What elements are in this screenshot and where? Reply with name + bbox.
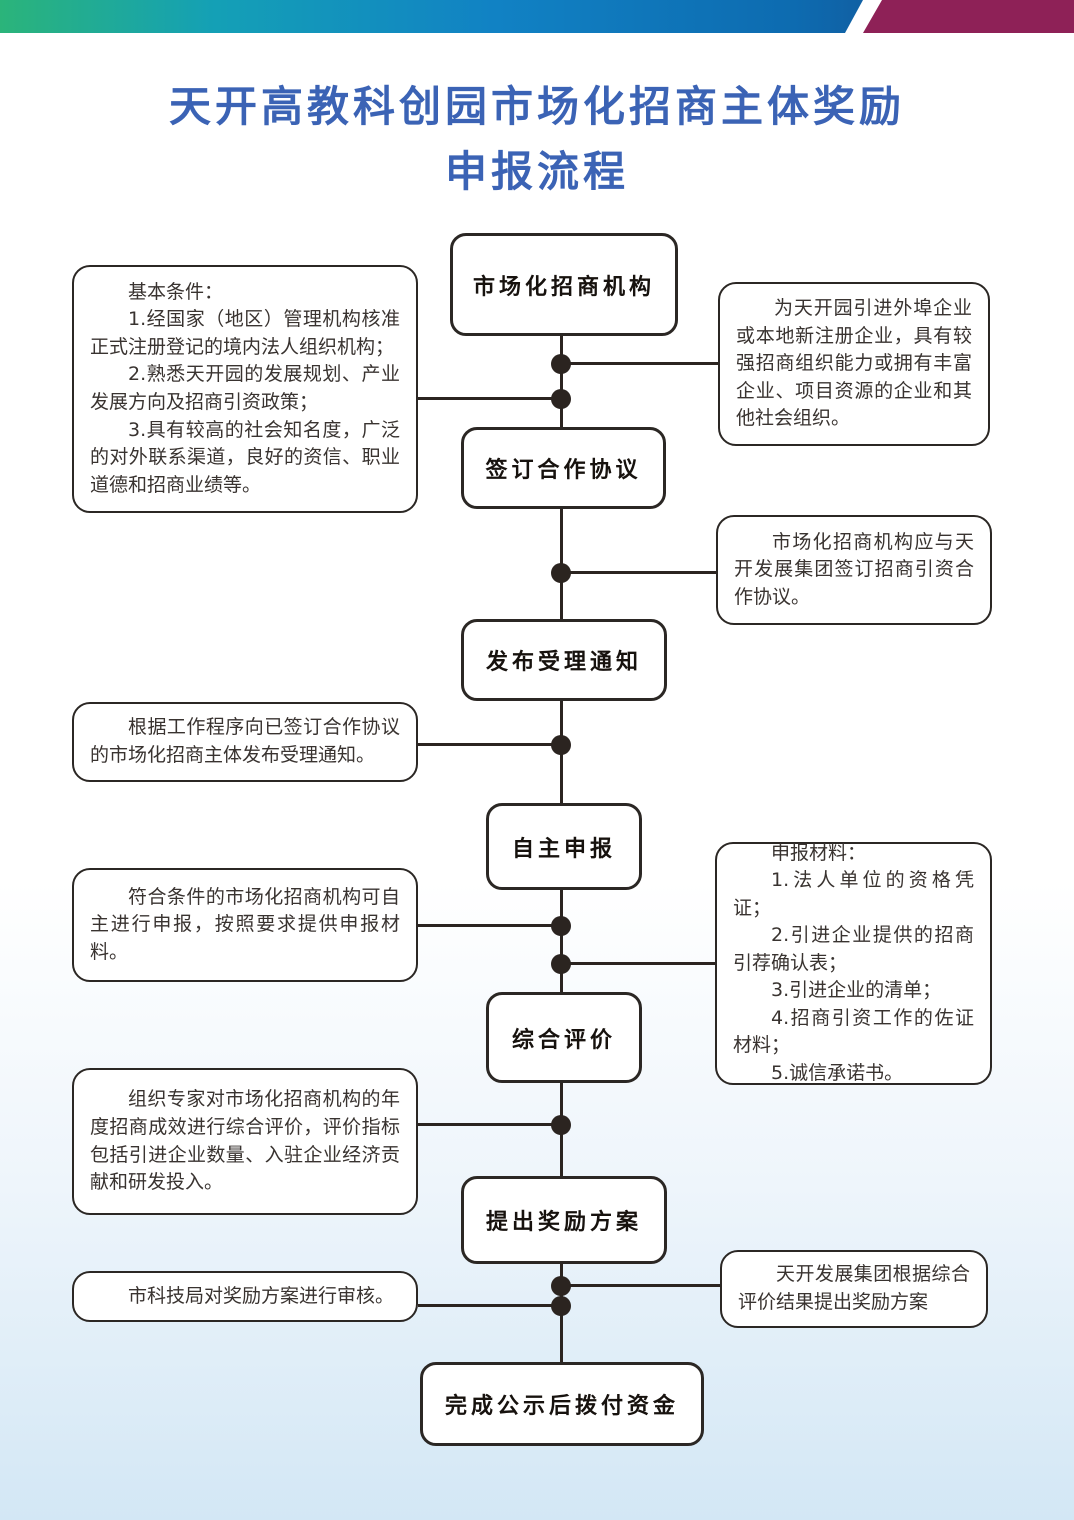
junction-dot-materials <box>551 954 571 974</box>
annotation-paragraph: 市科技局对奖励方案进行审核。 <box>128 1284 395 1307</box>
flow-node-self-application: 自主申报 <box>486 803 642 890</box>
flow-node-comprehensive-evaluation: 综合评价 <box>486 992 642 1083</box>
annotation-paragraph: 符合条件的市场化招商机构可自主进行申报，按照要求提供申报材料。 <box>90 885 400 963</box>
annotation-review-note: 市科技局对奖励方案进行审核。 <box>72 1271 418 1322</box>
annotation-application-note: 符合条件的市场化招商机构可自主进行申报，按照要求提供申报材料。 <box>72 868 418 982</box>
connector-branch-evaluation <box>418 1123 561 1126</box>
junction-dot-evaluation <box>551 1115 571 1135</box>
junction-dot-review <box>551 1296 571 1316</box>
annotation-paragraph: 2.熟悉天开园的发展规划、产业发展方向及招商引资政策； <box>90 363 400 413</box>
annotation-paragraph: 3.具有较高的社会知名度，广泛的对外联系渠道，良好的资信、职业道德和招商业绩等。 <box>90 418 400 496</box>
page-title-line2: 申报流程 <box>444 147 629 196</box>
flow-node-label: 发布受理通知 <box>485 650 642 675</box>
junction-dot-notice <box>551 735 571 755</box>
junction-dot-basic-conditions <box>551 389 571 409</box>
annotation-paragraph: 2.引进企业提供的招商引荐确认表； <box>733 924 974 974</box>
junction-dot-application <box>551 916 571 936</box>
annotation-notice-note: 根据工作程序向已签订合作协议的市场化招商主体发布受理通知。 <box>72 702 418 782</box>
junction-dot-reward-plan <box>551 1276 571 1296</box>
annotation-paragraph: 市场化招商机构应与天开发展集团签订招商引资合作协议。 <box>734 530 974 608</box>
annotation-agreement-note: 市场化招商机构应与天开发展集团签订招商引资合作协议。 <box>716 515 992 625</box>
junction-dot-agency <box>551 354 571 374</box>
connector-branch-notice <box>418 743 561 746</box>
annotation-paragraph: 组织专家对市场化招商机构的年度招商成效进行综合评价，评价指标包括引进企业数量、入… <box>90 1088 400 1194</box>
flow-node-label: 提出奖励方案 <box>485 1210 642 1235</box>
connector-branch-reward-plan <box>561 1284 722 1287</box>
annotation-paragraph: 1.法人单位的资格凭证； <box>733 869 974 919</box>
top-banner <box>0 0 1074 33</box>
banner-gradient-bar <box>0 0 863 33</box>
annotation-reward-plan-note: 天开发展集团根据综合评价结果提出奖励方案 <box>720 1250 988 1328</box>
annotation-paragraph: 为天开园引进外埠企业或本地新注册企业，具有较强招商组织能力或拥有丰富企业、项目资… <box>736 297 972 430</box>
annotation-paragraph: 申报材料： <box>771 841 867 864</box>
page-title-line1: 天开高教科创园市场化招商主体奖励 <box>168 82 905 131</box>
annotation-paragraph: 5.诚信承诺书。 <box>771 1061 904 1084</box>
flow-node-label: 签订合作协议 <box>485 458 642 483</box>
flow-node-label: 完成公示后拨付资金 <box>444 1394 679 1419</box>
annotation-paragraph: 3.引进企业的清单； <box>771 979 942 1002</box>
flow-node-sign-agreement: 签订合作协议 <box>461 427 666 509</box>
connector-branch-basic-conditions <box>418 397 561 400</box>
flow-node-label: 综合评价 <box>511 1027 616 1053</box>
annotation-paragraph: 根据工作程序向已签订合作协议的市场化招商主体发布受理通知。 <box>90 716 400 766</box>
annotation-materials: 申报材料： 1.法人单位的资格凭证； 2.引进企业提供的招商引荐确认表； 3.引… <box>715 842 992 1085</box>
annotation-agency-description: 为天开园引进外埠企业或本地新注册企业，具有较强招商组织能力或拥有丰富企业、项目资… <box>718 282 990 446</box>
connector-branch-review <box>418 1304 561 1307</box>
annotation-paragraph: 基本条件： <box>128 280 224 303</box>
annotation-paragraph: 天开发展集团根据综合评价结果提出奖励方案 <box>738 1263 970 1313</box>
flow-node-market-agency: 市场化招商机构 <box>450 233 678 336</box>
connector-branch-materials <box>561 962 718 965</box>
annotation-evaluation-note: 组织专家对市场化招商机构的年度招商成效进行综合评价，评价指标包括引进企业数量、入… <box>72 1068 418 1215</box>
flow-node-label: 自主申报 <box>511 836 616 862</box>
page-title: 天开高教科创园市场化招商主体奖励 申报流程 <box>0 74 1074 204</box>
flow-node-propose-reward-plan: 提出奖励方案 <box>461 1176 667 1264</box>
connector-branch-application <box>418 924 561 927</box>
banner-accent-shape <box>863 0 1074 33</box>
annotation-paragraph: 4.招商引资工作的佐证材料； <box>733 1006 974 1057</box>
flow-node-disburse-funds: 完成公示后拨付资金 <box>420 1362 704 1446</box>
connector-branch-agency <box>561 362 718 365</box>
annotation-basic-conditions: 基本条件： 1.经国家（地区）管理机构核准正式注册登记的境内法人组织机构； 2.… <box>72 265 418 513</box>
flow-node-label: 市场化招商机构 <box>472 274 655 300</box>
junction-dot-agreement <box>551 563 571 583</box>
annotation-paragraph: 1.经国家（地区）管理机构核准正式注册登记的境内法人组织机构； <box>90 308 400 358</box>
flow-node-publish-notice: 发布受理通知 <box>461 619 667 701</box>
connector-branch-agreement <box>561 571 718 574</box>
